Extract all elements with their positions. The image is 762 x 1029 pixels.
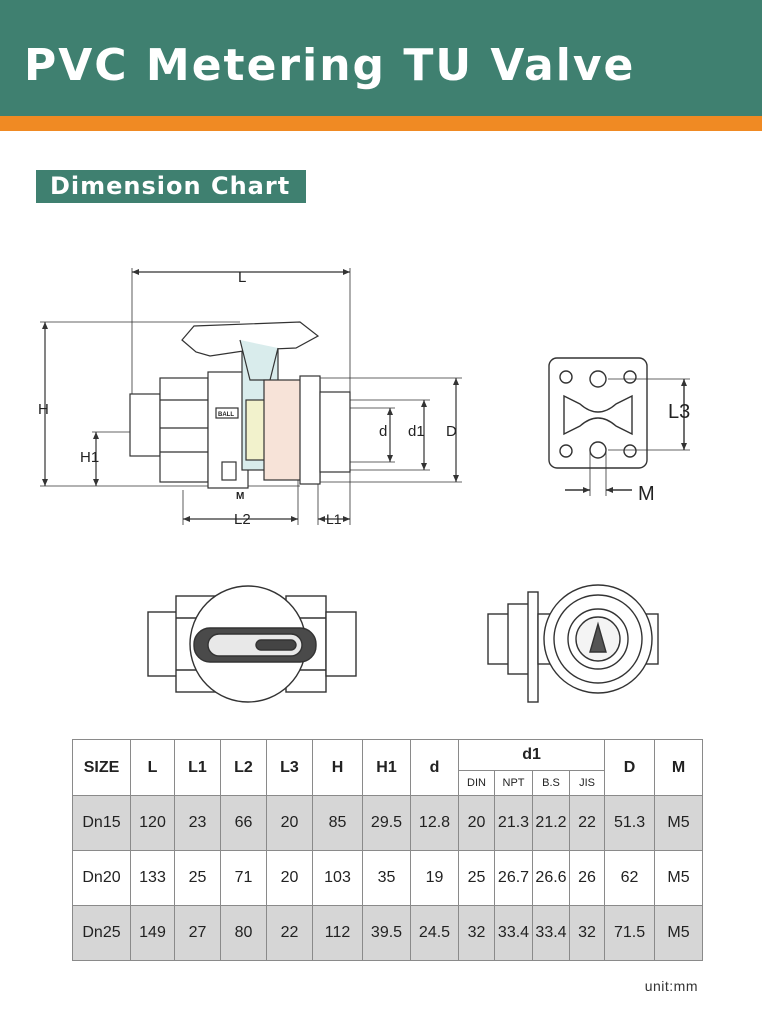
table-cell: 23	[174, 795, 221, 851]
table-cell: M5	[654, 850, 704, 906]
label-H1: H1	[80, 449, 99, 466]
table-cell: 32	[458, 905, 495, 961]
table-cell: 25	[458, 850, 495, 906]
mounting-plate-view	[548, 357, 690, 496]
col-D: D	[604, 739, 656, 796]
col-d1: d1	[457, 739, 606, 771]
table-cell: M5	[654, 795, 704, 851]
table-cell: 20	[266, 795, 313, 851]
table-cell: 112	[312, 905, 363, 961]
table-cell: Dn20	[72, 850, 131, 906]
table-cell: 149	[130, 905, 175, 961]
table-cell: Dn15	[72, 795, 131, 851]
col-L2: L2	[220, 739, 267, 796]
table-cell: 26.7	[494, 850, 533, 906]
table-cell: 35	[362, 850, 411, 906]
col-size: SIZE	[72, 739, 131, 796]
table-cell: 39.5	[362, 905, 411, 961]
table-cell: 71	[220, 850, 267, 906]
table-cell: 22	[568, 795, 606, 851]
table-cell: 25	[174, 850, 221, 906]
table-cell: 27	[174, 905, 221, 961]
col-H1: H1	[362, 739, 411, 796]
col-d1-bs: B.S	[532, 770, 570, 796]
table-cell: 26	[568, 850, 606, 906]
table-cell: 21.2	[532, 795, 570, 851]
table-cell: 120	[130, 795, 175, 851]
table-cell: M5	[654, 905, 704, 961]
table-cell: 80	[220, 905, 267, 961]
table-cell: 33.4	[532, 905, 570, 961]
page-header	[0, 0, 762, 116]
table-cell: 51.3	[604, 795, 656, 851]
label-L1: L1	[326, 511, 342, 527]
col-d1-jis: JIS	[568, 770, 606, 796]
table-row: Dn15 120 23 66 20 85 29.5 12.8 20 21.3 2…	[72, 795, 704, 851]
top-view	[147, 585, 357, 703]
section-title: Dimension Chart	[50, 172, 291, 200]
label-L2: L2	[234, 511, 251, 528]
table-row: Dn20 133 25 71 20 103 35 19 25 26.7 26.6…	[72, 850, 704, 906]
table-row: Dn25 149 27 80 22 112 39.5 24.5 32 33.4 …	[72, 905, 704, 961]
dimension-table: SIZE L L1 L2 L3 H H1 d d1 D M DIN NPT B.…	[72, 739, 704, 961]
label-L: L	[238, 269, 246, 286]
label-L3: L3	[668, 401, 690, 423]
valve-technical-drawing: BALL L H H1 L2 L1 M d d1 D L3 M	[38, 268, 690, 703]
unit-note: unit:mm	[644, 978, 698, 994]
table-cell: 62	[604, 850, 656, 906]
label-d1: d1	[408, 423, 425, 440]
label-D: D	[446, 423, 457, 440]
label-H: H	[38, 401, 49, 418]
col-H: H	[312, 739, 363, 796]
header-accent-stripe	[0, 116, 762, 131]
ball-label: BALL	[218, 412, 234, 418]
table-cell: 85	[312, 795, 363, 851]
table-cell: 21.3	[494, 795, 533, 851]
col-L1: L1	[174, 739, 221, 796]
col-d1-npt: NPT	[494, 770, 533, 796]
table-cell: 12.8	[410, 795, 459, 851]
col-L3: L3	[266, 739, 313, 796]
page-title: PVC Metering TU Valve	[24, 40, 636, 91]
table-cell: 29.5	[362, 795, 411, 851]
col-L: L	[130, 739, 175, 796]
table-cell: 19	[410, 850, 459, 906]
table-cell: 33.4	[494, 905, 533, 961]
table-cell: 22	[266, 905, 313, 961]
section-tag	[36, 170, 306, 203]
col-d: d	[410, 739, 459, 796]
table-cell: 24.5	[410, 905, 459, 961]
table-cell: 103	[312, 850, 363, 906]
label-M-small: M	[236, 491, 244, 502]
table-cell: Dn25	[72, 905, 131, 961]
table-cell: 20	[458, 795, 495, 851]
table-cell: 133	[130, 850, 175, 906]
table-header-row: SIZE L L1 L2 L3 H H1 d d1 D M	[72, 739, 704, 796]
table-subheader-row: DIN NPT B.S JIS	[73, 770, 703, 796]
table-cell: 66	[220, 795, 267, 851]
col-M: M	[654, 739, 704, 796]
table-cell: 26.6	[532, 850, 570, 906]
table-cell: 20	[266, 850, 313, 906]
side-view	[487, 584, 659, 703]
label-d: d	[379, 423, 387, 440]
col-d1-din: DIN	[458, 770, 495, 796]
table-cell: 32	[568, 905, 606, 961]
table-cell: 71.5	[604, 905, 656, 961]
label-M: M	[638, 483, 655, 505]
front-section-view	[40, 268, 462, 525]
